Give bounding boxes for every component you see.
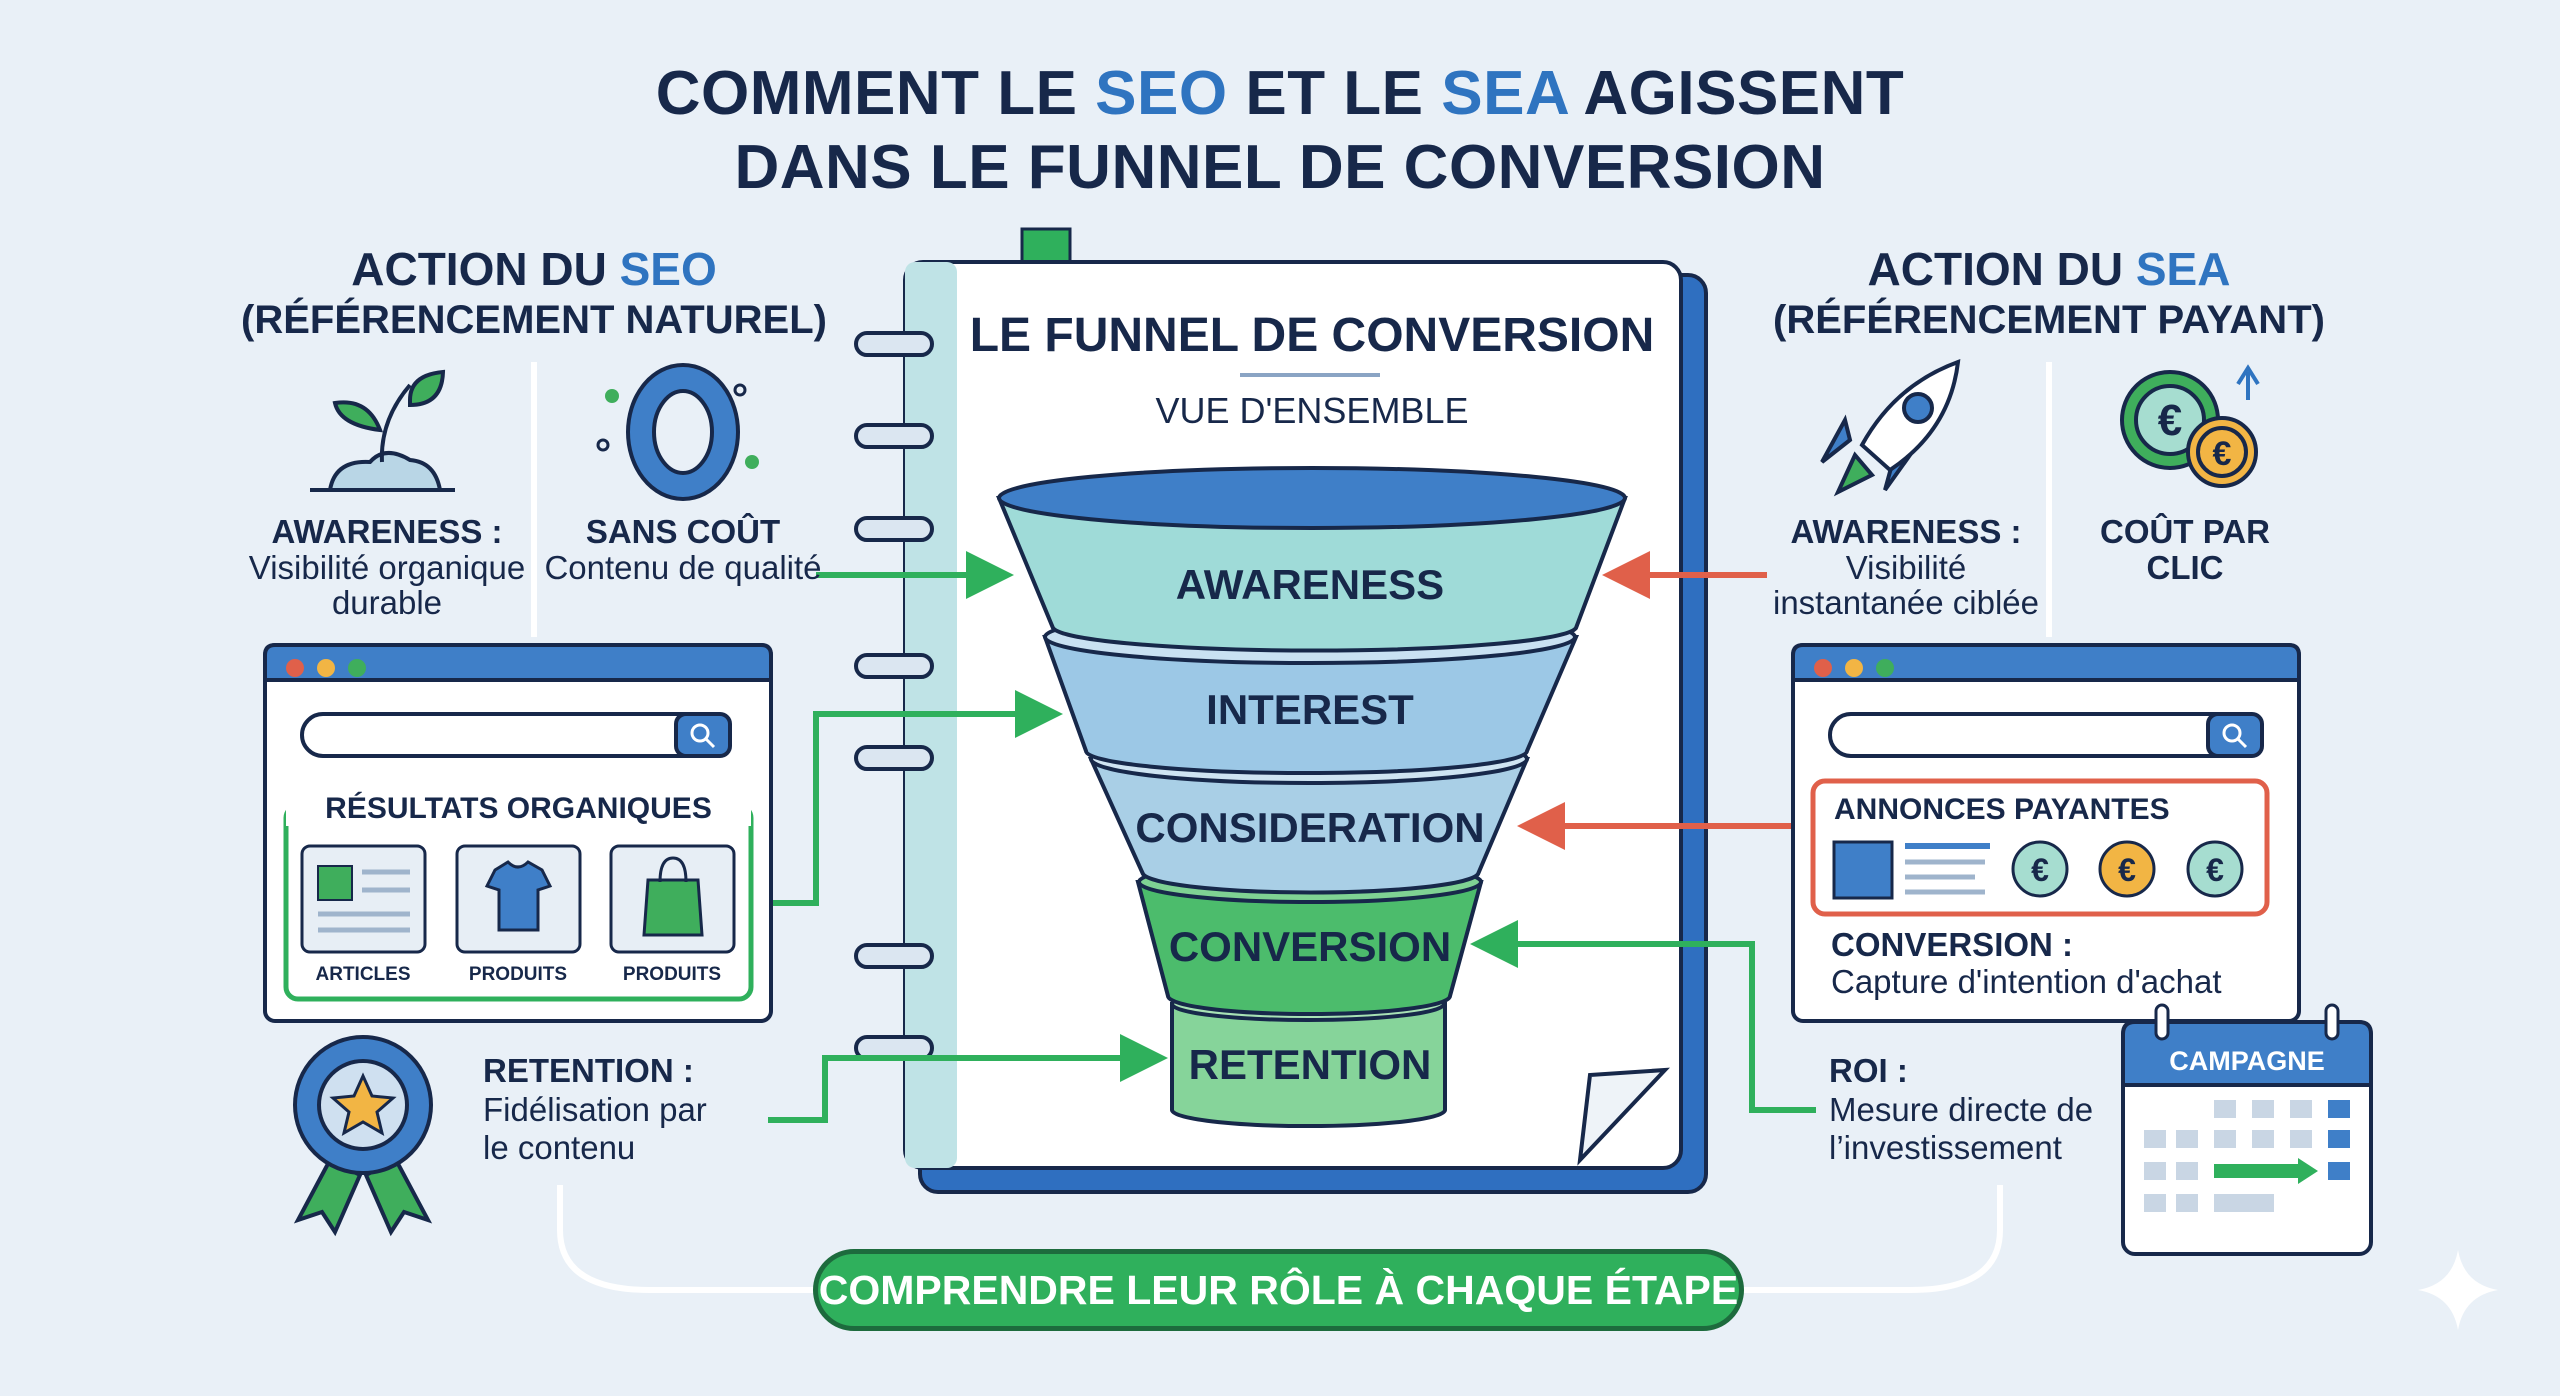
seo-search-bar [300,712,732,758]
sea-roi-label: ROI : [1829,1052,1908,1089]
sea-roi-text: l’investissement [1829,1129,2062,1166]
seo-cost-label: SANS COÛT [585,513,781,550]
paid-ads-label: ANNONCES PAYANTES [1834,793,2170,826]
ad-image [1832,840,1894,900]
seo-cost-text: Contenu de qualité [544,549,822,586]
funnel-band-conversion [1135,880,1484,1016]
plant-icon [310,369,455,492]
funnel-stage-awareness: AWARENESS [1175,561,1445,608]
seo-retention-label: RETENTION : [483,1052,694,1089]
card-caption: PRODUITS [468,964,568,985]
funnel-stage-consideration: CONSIDERATION [1135,804,1485,851]
funnel-band-awareness [996,496,1628,653]
svg-text:€: € [2031,852,2049,888]
sparkle-icon [2418,1250,2498,1330]
funnel-stage-retention: RETENTION [1188,1041,1432,1088]
arrow-sea-conversion [1470,920,1816,1113]
bottom-bracket [557,1185,2003,1293]
funnel-stage-conversion: CONVERSION [1168,923,1452,970]
zero-icon [596,363,759,501]
cta-banner: COMPRENDRE LEUR RÔLE À CHAQUE ÉTAPE [813,1249,1744,1331]
rocket-icon [1820,359,1961,497]
funnel-band-retention [1170,1002,1447,1129]
sea-awareness-label: AWARENESS : [1790,513,2022,550]
funnel-stage-interest: INTEREST [1206,686,1414,733]
sea-cost-label: COÛT PAR [2100,513,2270,550]
arrow-seo-retention [768,1034,1168,1123]
sea-awareness-text: instantanée ciblée [1772,584,2040,621]
sea-heading: ACTION DU SEA [1867,243,2231,295]
organic-results-label: RÉSULTATS ORGANIQUES [286,792,751,826]
funnel-title: LE FUNNEL DE CONVERSION [969,309,1655,362]
sea-conversion-label: CONVERSION : [1831,926,2074,963]
funnel-band-consideration [1087,757,1531,895]
seo-heading: ACTION DU SEO [351,243,717,295]
card-caption: ARTICLES [315,964,411,985]
arrow-seo-interest [771,690,1063,906]
funnel [996,466,1628,1129]
seo-retention-text: le contenu [483,1129,636,1166]
sea-conversion-text: Capture d'intention d'achat [1831,963,2222,1000]
seo-awareness-text: durable [331,584,443,621]
sea-browser-window: € € € [1791,643,2301,1023]
sea-search-bar [1828,712,2264,758]
seo-subheading: (RÉFÉRENCEMENT NATUREL) [241,298,827,342]
award-badge-icon [293,1035,433,1237]
sea-awareness-text: Visibilité [1845,549,1967,586]
page-title-line1: COMMENT LE SEO ET LE SEA AGISSENT [655,59,1905,128]
sea-roi-text: Mesure directe de [1829,1091,2094,1128]
sea-cost-label: CLIC [2146,549,2224,586]
seo-awareness-text: Visibilité organique [248,549,526,586]
seo-retention-text: Fidélisation par [483,1091,707,1128]
seo-awareness-label: AWARENESS : [271,513,503,550]
funnel-subtitle: VUE D'ENSEMBLE [1155,390,1469,431]
coins-icon: € € [2120,364,2260,488]
search-icon [2206,712,2264,758]
seo-browser-window [263,643,773,1023]
euro-coins-row [2011,840,2244,898]
search-icon [674,712,732,758]
calendar-icon [2121,1003,2373,1256]
sea-subheading: (RÉFÉRENCEMENT PAYANT) [1773,298,2325,342]
shirt-icon [484,860,553,932]
svg-text:€: € [2118,852,2136,888]
svg-text:€: € [2206,852,2224,888]
card-caption: PRODUITS [622,964,722,985]
bag-icon [642,878,704,937]
svg-text:€: € [2213,435,2232,473]
calendar-label: CAMPAGNE [2169,1046,2325,1076]
svg-text:€: € [2158,396,2182,445]
funnel-band-interest [1042,635,1580,776]
page-title-line2: DANS LE FUNNEL DE CONVERSION [734,133,1826,202]
